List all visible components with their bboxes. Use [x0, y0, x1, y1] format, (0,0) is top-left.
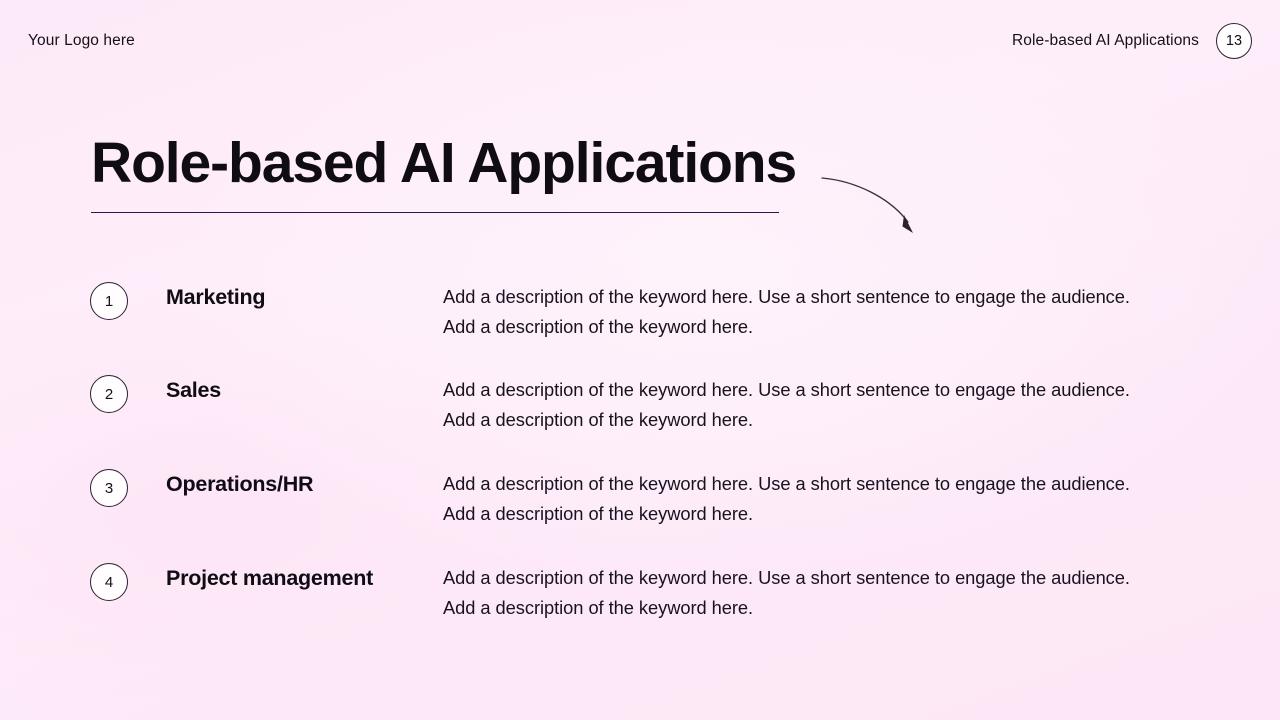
- title-underline-rule: [91, 211, 779, 214]
- item-index-badge: 2: [90, 375, 128, 413]
- item-keyword: Operations/HR: [166, 472, 314, 496]
- logo-placeholder: Your Logo here: [28, 32, 135, 49]
- curved-arrow-down-right-icon: [821, 177, 913, 233]
- item-index-badge: 3: [90, 469, 128, 507]
- item-keyword: Project management: [166, 566, 373, 590]
- item-keyword: Marketing: [166, 285, 266, 309]
- list-item: 3 Operations/HR Add a description of the…: [90, 459, 1190, 553]
- header-deck-title: Role-based AI Applications: [1012, 32, 1199, 49]
- title-block: Role-based AI Applications: [91, 131, 797, 214]
- item-description: Add a description of the keyword here. U…: [443, 379, 1130, 430]
- item-description: Add a description of the keyword here. U…: [443, 473, 1130, 524]
- item-description: Add a description of the keyword here. U…: [443, 567, 1130, 618]
- keyword-items-list: 1 Marketing Add a description of the key…: [90, 272, 1190, 647]
- item-keyword: Sales: [166, 378, 221, 402]
- page-title: Role-based AI Applications: [91, 131, 797, 195]
- item-index-badge: 1: [90, 282, 128, 320]
- slide-header: Your Logo here Role-based AI Application…: [0, 0, 1280, 82]
- list-item: 2 Sales Add a description of the keyword…: [90, 365, 1190, 459]
- list-item: 1 Marketing Add a description of the key…: [90, 272, 1190, 366]
- list-item: 4 Project management Add a description o…: [90, 553, 1190, 647]
- header-right-group: Role-based AI Applications 13: [1012, 23, 1252, 59]
- item-index-badge: 4: [90, 563, 128, 601]
- page-number-badge: 13: [1216, 23, 1252, 59]
- item-description: Add a description of the keyword here. U…: [443, 286, 1130, 337]
